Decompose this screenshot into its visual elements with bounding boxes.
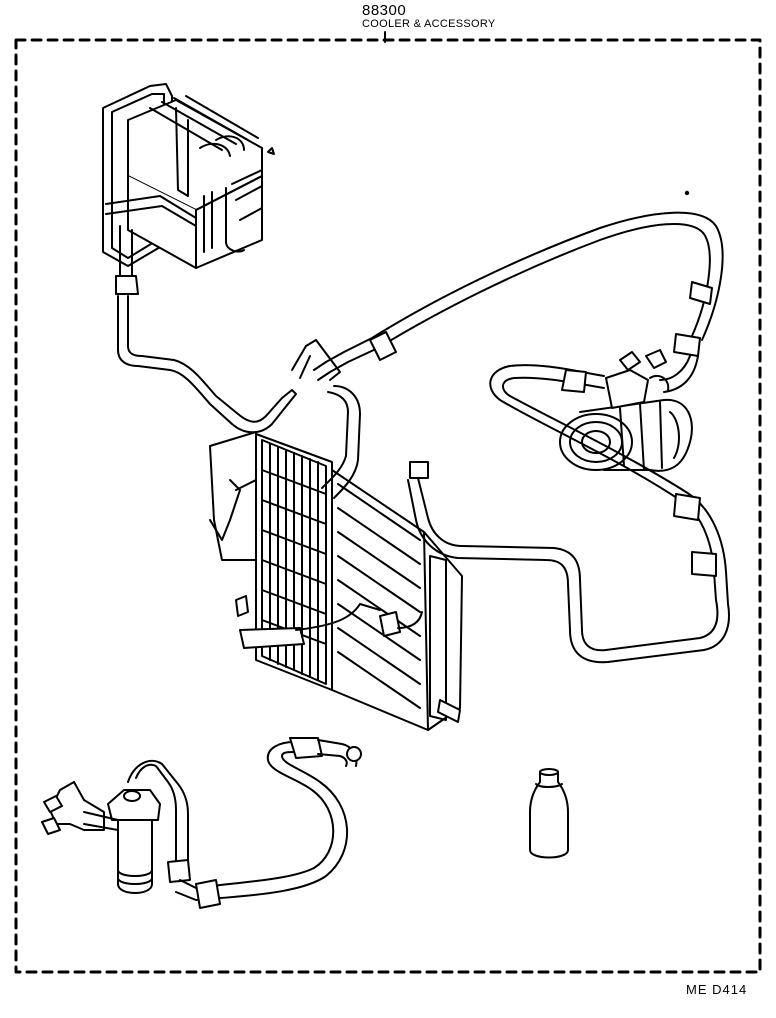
discharge-hose bbox=[408, 365, 729, 662]
assembly-boundary bbox=[16, 40, 760, 972]
receiver-dryer bbox=[42, 761, 190, 893]
condenser bbox=[210, 386, 462, 730]
suction-hose bbox=[292, 213, 723, 392]
liquid-pipe-evaporator bbox=[118, 296, 296, 432]
evaporator-unit bbox=[103, 84, 274, 294]
compressor-oil-bottle bbox=[530, 769, 568, 858]
liquid-hose-receiver bbox=[176, 738, 361, 908]
part-number-label: 88300 bbox=[362, 2, 407, 19]
part-name-label: COOLER & ACCESSORY bbox=[362, 18, 496, 30]
stray-dot bbox=[686, 192, 688, 194]
reference-code: ME D414 bbox=[686, 982, 748, 997]
compressor bbox=[560, 350, 692, 471]
